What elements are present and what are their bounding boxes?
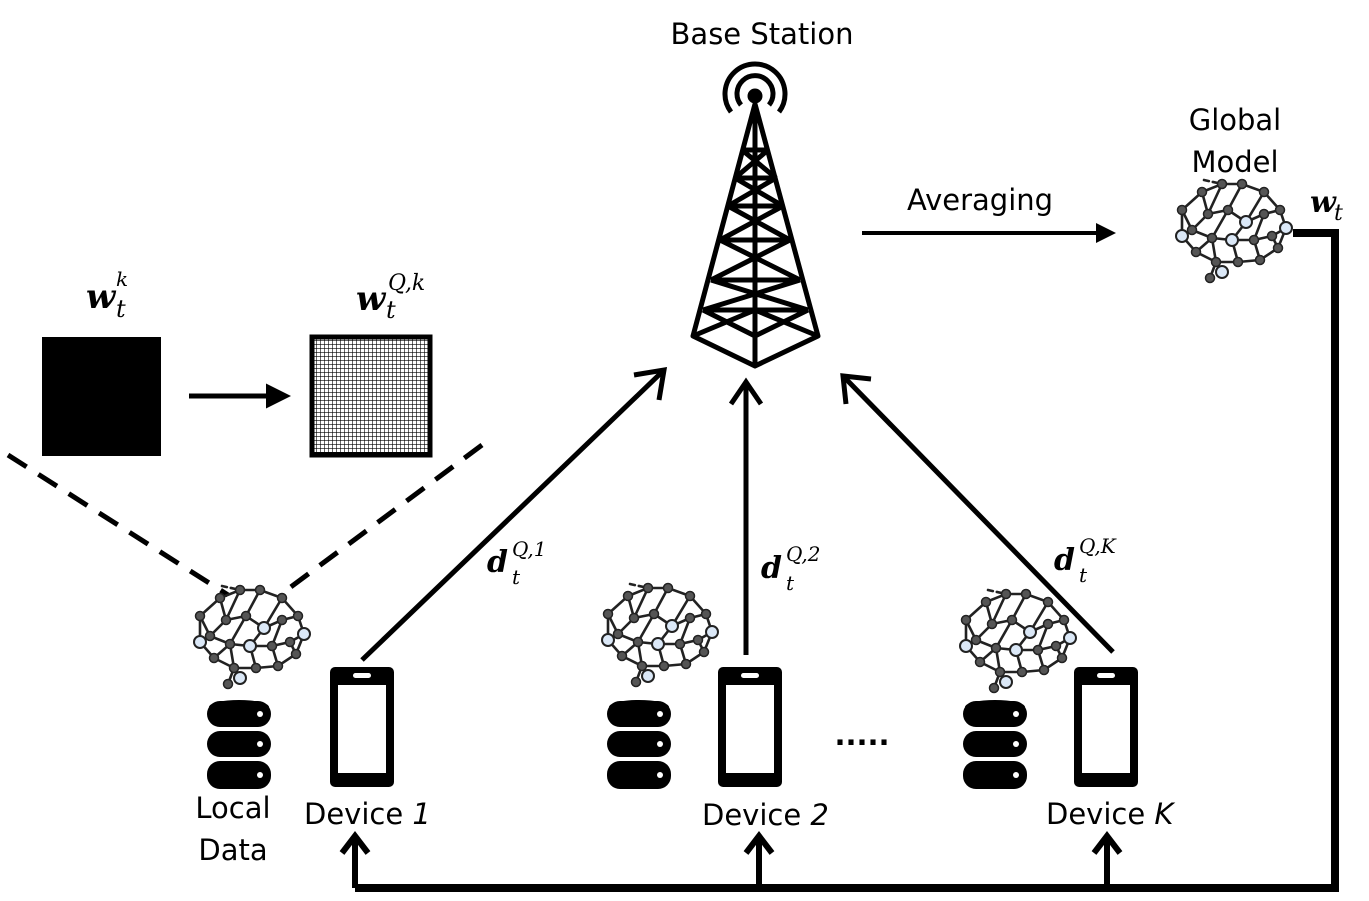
local-data-label-line2: Data	[198, 833, 267, 867]
quantized-weight-label: w t Q,k	[356, 271, 425, 324]
svg-text:k: k	[116, 267, 128, 291]
svg-text:d: d	[1054, 543, 1075, 578]
zoom-dashed-line-left	[6, 452, 230, 598]
svg-text:t: t	[386, 296, 396, 324]
upload-arrow-deviceK	[843, 376, 1115, 654]
zoom-dashed-line-right	[278, 442, 484, 598]
more-devices-ellipsis: .....	[834, 718, 889, 752]
broadcast-arrowhead-device1	[339, 831, 371, 855]
broadcast-arrowhead-deviceK	[1091, 831, 1123, 855]
quantized-grid-icon	[309, 334, 433, 458]
deviceK-label: Device K	[1046, 797, 1175, 831]
device2-brain-icon	[600, 582, 720, 688]
svg-text:Q,K: Q,K	[1079, 534, 1117, 558]
device1-brain-icon	[192, 584, 312, 690]
svg-text:t: t	[512, 565, 521, 589]
update-label-deviceK: d t Q,K	[1054, 534, 1117, 587]
upload-arrow-device1	[360, 370, 664, 662]
svg-text:t: t	[116, 295, 126, 323]
device2-label: Device 2	[702, 798, 829, 832]
update-label-device2: d t Q,2	[761, 542, 820, 595]
svg-text:t: t	[1079, 563, 1088, 587]
local-weight-block	[42, 337, 161, 456]
device1-database-icon	[207, 700, 271, 789]
svg-text:w: w	[356, 279, 387, 319]
global-model-brain-icon	[1174, 178, 1294, 284]
svg-text:t: t	[786, 571, 795, 595]
upload-arrowhead-device1	[633, 366, 668, 401]
svg-text:w: w	[1310, 185, 1337, 220]
upload-arrowhead-deviceK	[840, 373, 872, 405]
tower-icon	[690, 61, 821, 369]
deviceK-smartphone-icon	[1074, 667, 1138, 787]
global-model-label-line2: Model	[1191, 145, 1278, 179]
base-station-label: Base Station	[671, 17, 854, 51]
svg-text:Q,k: Q,k	[388, 271, 425, 296]
global-model-label-line1: Global	[1189, 103, 1282, 137]
local-weight-label: w t k	[86, 267, 128, 323]
svg-text:d: d	[487, 545, 508, 580]
svg-text:w: w	[86, 277, 117, 317]
svg-text:d: d	[761, 551, 782, 586]
device2-database-icon	[607, 700, 671, 789]
device2-smartphone-icon	[718, 667, 782, 787]
device1-smartphone-icon	[330, 667, 394, 787]
deviceK-brain-icon	[958, 588, 1078, 694]
device1-label: Device 1	[304, 797, 431, 831]
update-label-device1: d t Q,1	[487, 537, 546, 589]
deviceK-database-icon	[963, 700, 1027, 789]
svg-text:t: t	[1334, 201, 1343, 226]
broadcast-loop-line	[355, 229, 1339, 892]
svg-text:Q,1: Q,1	[512, 537, 546, 561]
broadcast-arrowhead-device2	[743, 831, 775, 855]
averaging-label: Averaging	[907, 183, 1053, 217]
local-data-label-line1: Local	[195, 791, 270, 825]
upload-arrowhead-device2	[728, 377, 764, 406]
global-weight-label: w t	[1310, 185, 1343, 226]
svg-text:Q,2: Q,2	[786, 542, 820, 566]
